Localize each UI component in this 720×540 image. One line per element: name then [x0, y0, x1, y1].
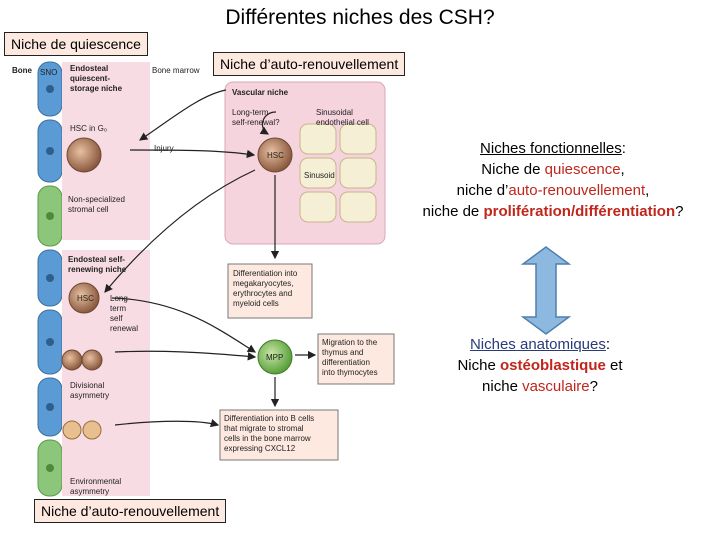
svg-text:storage niche: storage niche [70, 84, 123, 93]
label-endosteal-self: Endosteal self- [68, 255, 125, 264]
b-cell-box [219, 409, 339, 461]
svg-text:asymmetry: asymmetry [70, 487, 109, 496]
migration-box [317, 333, 395, 385]
slide-title: Différentes niches des CSH? [225, 6, 495, 29]
mpp-cell [257, 339, 293, 375]
svg-text:renewal: renewal [110, 324, 138, 333]
svg-text:into thymocytes: into thymocytes [322, 368, 378, 377]
label-diff-myeloid: Differentiation into [233, 269, 298, 278]
svg-text:endothelial cell: endothelial cell [316, 118, 369, 127]
svg-text:thymus and: thymus and [322, 348, 363, 357]
svg-text:asymmetry: asymmetry [70, 391, 109, 400]
label-long-term: Long-term [232, 108, 269, 117]
svg-text:myeloid cells: myeloid cells [233, 299, 279, 308]
svg-text:expressing CXCL12: expressing CXCL12 [224, 444, 296, 453]
label-bone: Bone [12, 66, 33, 75]
env-asymmetry-cell [62, 420, 82, 440]
hsc-cell-endosteal [68, 282, 100, 314]
label-lt-self-renewal: Long- [110, 294, 131, 303]
label-sinusoid: Sinusoid [304, 171, 335, 180]
label-sinusoidal-cell: Sinusoidal [316, 108, 353, 117]
hsc-cell-g0 [66, 137, 102, 173]
svg-text:self: self [110, 314, 123, 323]
label-hsc-g0: HSC in G₀ [70, 124, 107, 133]
tag-self-renewal-bottom: Niche d’auto-renouvellement [34, 499, 227, 523]
label-vascular-niche: Vascular niche [232, 88, 289, 97]
svg-text:term: term [110, 304, 126, 313]
label-environmental: Environmental [70, 477, 121, 486]
label-diff-b: Differentiation into B cells [224, 414, 314, 423]
svg-text:differentiation: differentiation [322, 358, 370, 367]
label-migration: Migration to the [322, 338, 378, 347]
tag-self-renewal-top: Niche d’auto-renouvellement [213, 52, 406, 76]
svg-text:megakaryocytes,: megakaryocytes, [233, 279, 293, 288]
svg-text:stromal cell: stromal cell [68, 205, 109, 214]
label-endosteal-quiescent: Endosteal [70, 64, 108, 73]
anatomical-heading: Niches anatomiques [469, 336, 606, 353]
hsc-cell-vascular [257, 137, 293, 173]
bone-column [37, 61, 63, 497]
label-non-specialized: Non-specialized [68, 195, 125, 204]
label-hsc-small: HSC [77, 294, 94, 303]
double-arrow [520, 246, 572, 335]
myeloid-box [227, 263, 313, 319]
tag-quiescence: Niche de quiescence [4, 32, 148, 56]
functional-heading: Niches fonctionnelles [480, 140, 622, 157]
svg-text:renewing niche: renewing niche [68, 265, 127, 274]
label-mpp: MPP [266, 353, 283, 362]
label-bone-marrow: Bone marrow [152, 66, 200, 75]
functional-niches-text: Niches fonctionnelles: Niche de quiescen… [422, 140, 684, 220]
anatomical-niches-text: Niches anatomiques: Niche ostéoblastique… [457, 336, 623, 395]
env-asymmetry-cell [82, 420, 102, 440]
label-injury: Injury [154, 144, 174, 153]
label-divisional: Divisional [70, 381, 104, 390]
label-sno: SNO [40, 68, 57, 77]
svg-text:cells in the bone marrow: cells in the bone marrow [224, 434, 311, 443]
hsc-dividing-cell [61, 349, 83, 371]
sinusoid-cells [299, 123, 377, 223]
hsc-dividing-cell [81, 349, 103, 371]
svg-text:quiescent-: quiescent- [70, 74, 110, 83]
svg-text:erythrocytes and: erythrocytes and [233, 289, 292, 298]
label-hsc: HSC [267, 151, 284, 160]
svg-text:self-renewal?: self-renewal? [232, 118, 280, 127]
svg-text:that migrate to stromal: that migrate to stromal [224, 424, 304, 433]
